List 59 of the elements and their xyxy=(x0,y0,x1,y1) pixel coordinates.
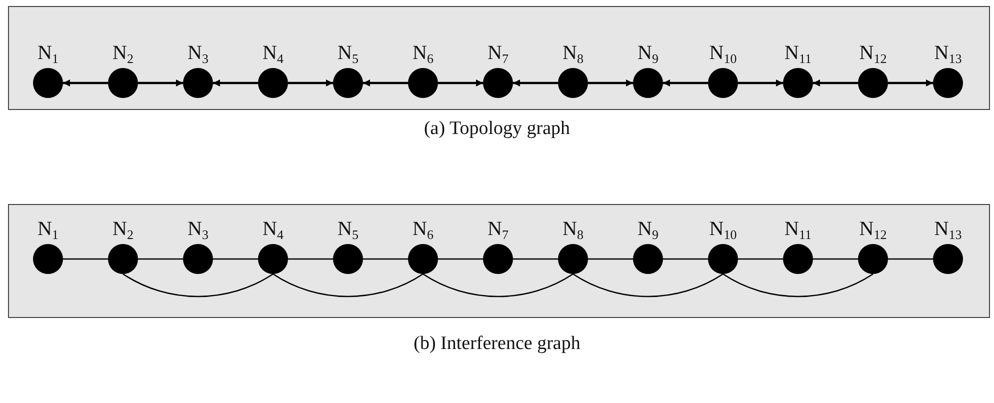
connector-line xyxy=(813,258,858,260)
arrow xyxy=(588,80,633,86)
connector-line xyxy=(63,258,108,260)
node-label: N$_{5}$ xyxy=(338,42,358,64)
node-label: N$_{13}$ xyxy=(934,42,962,64)
connector-line xyxy=(588,258,633,260)
node-label: N$_{10}$ xyxy=(709,218,737,240)
connector-line xyxy=(513,258,558,260)
connector-line xyxy=(272,273,424,298)
connector-line xyxy=(663,258,708,260)
node-label: N$_{3}$ xyxy=(188,218,208,240)
arrow xyxy=(888,80,933,86)
graph-panel xyxy=(8,204,990,318)
node-label: N$_{1}$ xyxy=(38,42,58,64)
graph-panel xyxy=(8,6,990,110)
node-label: N$_{12}$ xyxy=(859,42,887,64)
node-label: N$_{2}$ xyxy=(112,42,134,64)
node-label: N$_{9}$ xyxy=(638,218,658,240)
node-label: N$_{9}$ xyxy=(638,42,658,64)
arrow xyxy=(438,80,483,86)
arrow xyxy=(288,80,333,86)
node-label: N$_{13}$ xyxy=(934,218,962,240)
connector-line xyxy=(888,258,933,260)
connector-line xyxy=(288,258,333,260)
connector-line xyxy=(438,258,483,260)
node-label: N$_{10}$ xyxy=(709,42,737,64)
connector-line xyxy=(722,273,874,298)
node-label: N$_{11}$ xyxy=(784,42,812,64)
connector-line xyxy=(122,273,274,298)
node-label: N$_{3}$ xyxy=(188,42,208,64)
node-label: N$_{11}$ xyxy=(784,218,812,240)
arrow xyxy=(363,80,408,86)
connector-line xyxy=(572,273,724,298)
node-label: N$_{4}$ xyxy=(262,218,284,240)
arrow xyxy=(213,80,258,86)
arrow xyxy=(813,80,858,86)
node-label: N$_{1}$ xyxy=(38,218,58,240)
node-label: N$_{5}$ xyxy=(338,218,358,240)
arrow xyxy=(63,80,108,86)
node-label: N$_{7}$ xyxy=(488,42,508,64)
node-label: N$_{8}$ xyxy=(562,42,584,64)
figure-caption: (b) Interference graph xyxy=(412,333,582,355)
node-label: N$_{7}$ xyxy=(488,218,508,240)
connector-line xyxy=(422,273,574,298)
node-label: N$_{8}$ xyxy=(562,218,584,240)
node-label: N$_{6}$ xyxy=(412,42,434,64)
node-label: N$_{6}$ xyxy=(412,218,434,240)
node-label: N$_{4}$ xyxy=(262,42,284,64)
node-label: N$_{12}$ xyxy=(859,218,887,240)
arrow xyxy=(738,80,783,86)
connector-line xyxy=(363,258,408,260)
node-label: N$_{2}$ xyxy=(112,218,134,240)
arrow xyxy=(663,80,708,86)
connector-line xyxy=(738,258,783,260)
arrow xyxy=(513,80,558,86)
figure-caption: (a) Topology graph xyxy=(422,118,572,140)
connector-line xyxy=(213,258,258,260)
connector-line xyxy=(138,258,183,260)
arrow xyxy=(138,80,183,86)
